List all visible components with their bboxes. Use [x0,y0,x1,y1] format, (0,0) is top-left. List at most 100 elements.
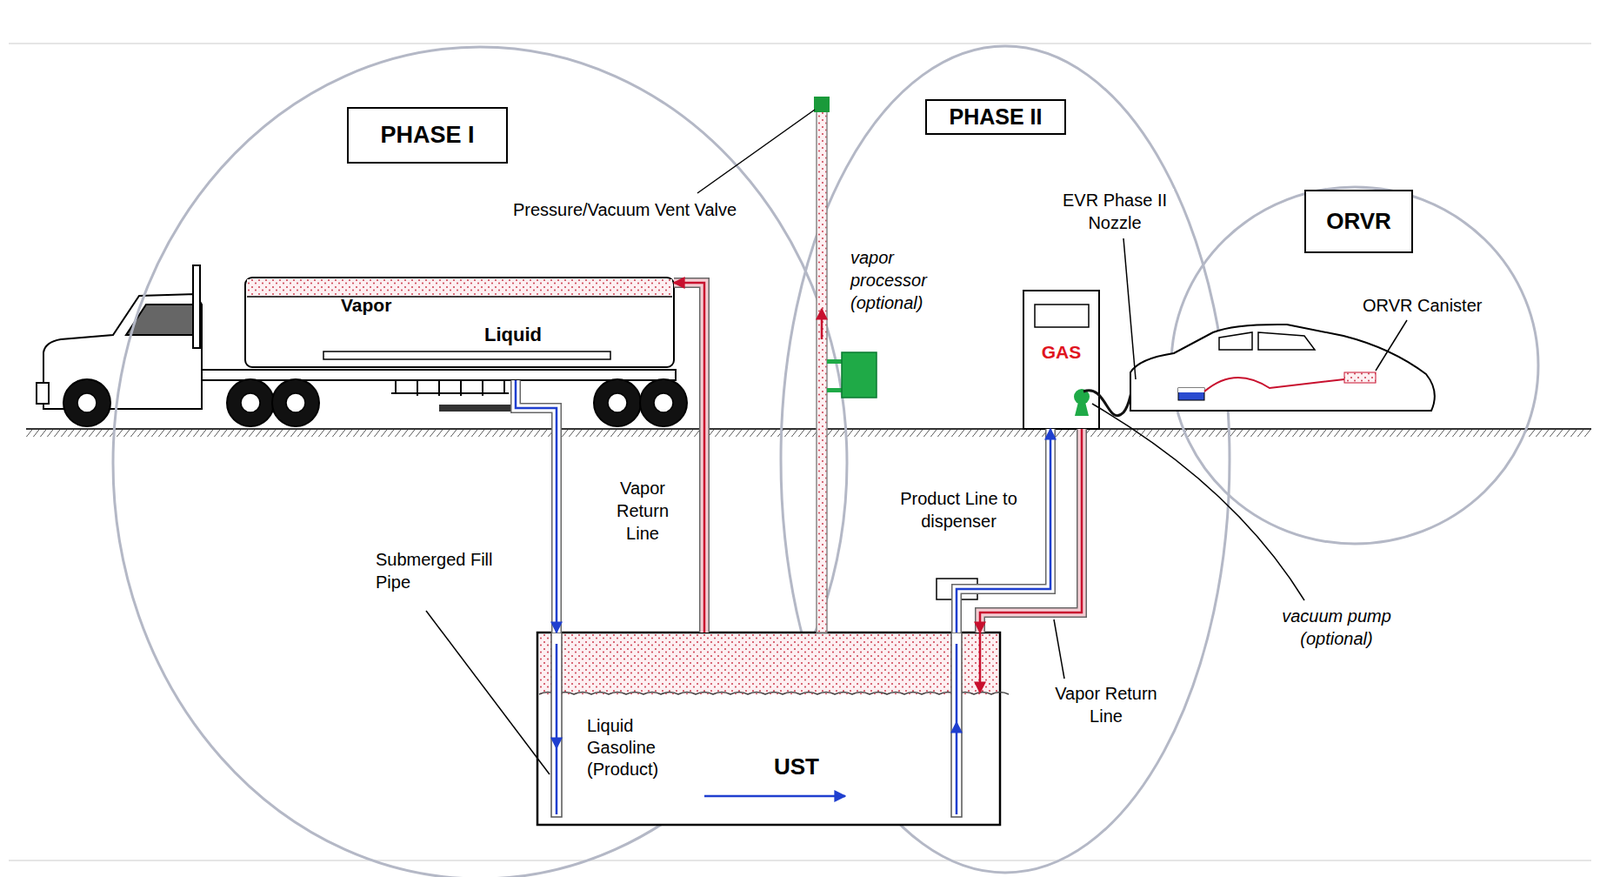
phase-heading: PHASE II [949,103,1043,131]
frame-lines [8,42,1592,45]
cargo-tank: VaporLiquid [245,277,674,367]
leader-line [697,109,815,194]
vacuum-pump [1073,388,1090,416]
ground [26,427,1592,430]
pipe-connector [515,380,557,633]
pipe-connector [515,380,557,633]
dispenser [1023,290,1100,429]
car [1178,387,1205,393]
vapor-processor [826,359,842,364]
tank-pipes [555,747,559,814]
tanker-truck [36,382,49,404]
phase-box: PHASE I [346,106,508,164]
tanker-truck [63,379,687,427]
tanker-truck [272,379,320,427]
tank-pipes [955,721,959,814]
vent-pipe [813,96,830,633]
pipe-label: Vapor Return Line [601,476,684,545]
tanker-truck [201,369,676,380]
tanker-truck [36,265,687,427]
part-label: vapor processor (optional) [848,246,955,314]
car [1219,332,1253,350]
tanker-truck [63,379,111,427]
tanker-truck [245,277,674,367]
pipe-label: Product Line to dispenser [876,486,1041,533]
phase-box: ORVR [1304,189,1414,254]
pipe-label: Vapor Return Line [1043,681,1169,727]
ground [26,428,1592,437]
pipe-connector [673,282,705,633]
leader-line [1123,238,1136,380]
pipe-connector [515,380,557,633]
vent-pipe [816,110,827,633]
tanker-truck [246,279,673,297]
dispenser [1034,304,1089,327]
tanker-truck [323,351,611,360]
part-label: Pressure/Vacuum Vent Valve [511,198,739,221]
car [1130,324,1435,411]
car [1130,324,1435,411]
tanker-truck [607,393,627,413]
tanker-truck [77,393,674,413]
tanker-truck [226,379,274,427]
part-label: Submerged Fill Pipe [373,547,510,594]
storage-tank: Liquid Gasoline (Product) UST [537,632,1000,825]
tanker-truck [246,295,673,298]
ground [26,428,1592,437]
node-text: Vapor [340,293,392,317]
underground-tank [537,632,1000,825]
frame-lines [8,43,1592,860]
tank-pipes [555,643,559,748]
tanker-truck [391,380,509,396]
leader-line [426,610,550,774]
car [1178,387,1205,400]
vent-pipe [820,308,824,340]
phase-ellipses [113,46,1539,877]
pipe-connector [673,282,705,633]
underground-tank [537,632,1009,825]
part-label: ORVR Canister [1360,293,1484,317]
part-label: vacuum pump (optional) [1265,604,1408,650]
car [1344,372,1376,383]
phase-box: PHASE II [925,99,1067,135]
tank-pipes [955,643,959,722]
nozzle-hose [1083,382,1138,416]
leader-line [1375,320,1407,371]
pipe-connector [515,380,557,633]
phase-heading: PHASE I [380,120,474,151]
tanker-truck [193,265,200,348]
tanker-truck [77,393,97,413]
vent-pipe [813,96,830,113]
leader-line [426,109,1407,774]
leader-line [1053,619,1065,679]
tanker-truck [439,404,516,412]
car [1204,377,1345,392]
node-text: GAS [1023,340,1100,364]
underground-tank [539,692,1009,695]
dispenser [1023,290,1100,429]
dispenser-box: GAS [1023,290,1100,429]
node-text: Liquid Gasoline (Product) [586,714,687,780]
tanker-truck [240,393,260,413]
vapor-processor [841,352,877,398]
vapor-processor [826,387,842,393]
tanker-truck [286,393,306,413]
tanker-truck [593,379,641,427]
car [1258,332,1315,350]
tank-pipes [551,578,980,817]
vapor-processor [826,352,877,398]
frame-lines [8,859,1592,861]
part-label: EVR Phase II Nozzle [1055,188,1174,234]
tank-pipes [551,632,562,817]
underground-tank [539,633,999,694]
underground-tank [704,794,846,798]
pipe-connector [673,282,705,633]
node-text: UST [773,752,820,781]
node-text: Liquid [484,322,542,347]
phase-heading: ORVR [1326,206,1392,236]
leader-line [1092,403,1305,600]
tank-pipes [979,632,982,693]
